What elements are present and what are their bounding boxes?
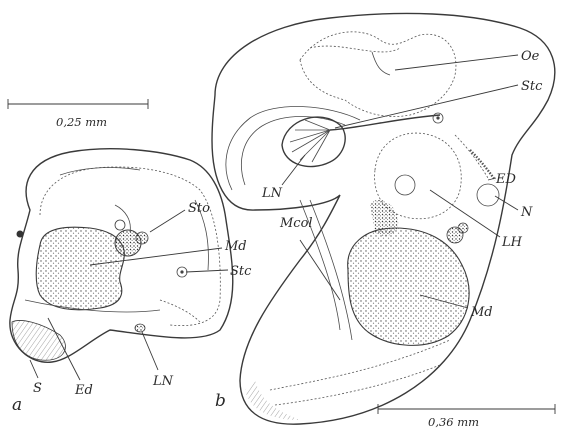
- leader-ln-b: [282, 155, 305, 185]
- md-mass-b: [348, 228, 469, 345]
- oe-structure-b: [300, 32, 456, 117]
- sto-cluster-a: [115, 220, 148, 256]
- leader-ln-a: [142, 332, 158, 370]
- cluster-b: [447, 223, 468, 243]
- figure-a: Sto Md Stc S Ed LN a 0,25 mm: [8, 99, 252, 415]
- ed-band-b: [455, 135, 488, 178]
- leader-n-b: [495, 196, 518, 210]
- statolith-a: [180, 270, 183, 273]
- leader-oe-b: [395, 55, 518, 70]
- lobe-loop-b: [226, 106, 360, 190]
- oe-detail-b: [372, 52, 390, 75]
- leader-mcol-b: [300, 240, 340, 300]
- channel-a: [115, 205, 130, 232]
- fold-line-a1: [60, 168, 140, 175]
- mouth-radial-b: [282, 117, 345, 166]
- scale-bar-b: [378, 404, 555, 414]
- label-ed-b: ED: [495, 172, 516, 187]
- ed-band-dense-b: [470, 150, 495, 180]
- n-node-b: [477, 184, 499, 206]
- label-lh-b: LH: [501, 235, 523, 250]
- scale-label-b: 0,36 mm: [428, 415, 479, 429]
- label-ln-a: LN: [152, 374, 174, 389]
- label-oe-b: Oe: [521, 49, 540, 64]
- leader-s-a: [30, 360, 38, 378]
- label-sto-a: Sto: [188, 201, 210, 216]
- channel-b: [330, 115, 440, 130]
- fold-line-a3: [160, 300, 200, 322]
- leader-sto-a: [150, 210, 185, 232]
- muscle-line-b2: [310, 200, 352, 340]
- panel-label-b: b: [215, 391, 226, 411]
- label-mcol-b: Mcol: [279, 216, 313, 231]
- scale-bar-a: [8, 99, 148, 109]
- leader-stc-a: [186, 270, 228, 272]
- lh-nucleus-b: [395, 175, 415, 195]
- scale-label-a: 0,25 mm: [56, 115, 107, 129]
- s-foot-a: [12, 321, 65, 361]
- label-n-b: N: [520, 205, 533, 220]
- label-ed-a: Ed: [74, 383, 93, 398]
- dark-spot-a: [17, 231, 24, 238]
- label-md-a: Md: [224, 239, 247, 254]
- figure-b: Oe Stc ED N LH Md LN Mcol b 0,36 mm: [212, 13, 555, 429]
- label-stc-b: Stc: [521, 79, 543, 94]
- oe-fold-b: [310, 46, 400, 52]
- leader-ed-b: [488, 178, 496, 180]
- posterior-hatch-b: [245, 380, 300, 420]
- muscle-line-b3: [270, 340, 450, 390]
- panel-label-a: a: [12, 395, 22, 415]
- lobe-loop-inner-b: [241, 116, 345, 185]
- leader-stc-b: [335, 85, 518, 128]
- md-mass-a: [36, 227, 124, 310]
- label-stc-a: Stc: [230, 264, 252, 279]
- ln-node-a: [135, 324, 145, 332]
- label-ln-b: LN: [261, 186, 283, 201]
- statolith-b: [436, 116, 439, 119]
- label-s-a: S: [33, 381, 42, 396]
- label-md-b: Md: [470, 305, 493, 320]
